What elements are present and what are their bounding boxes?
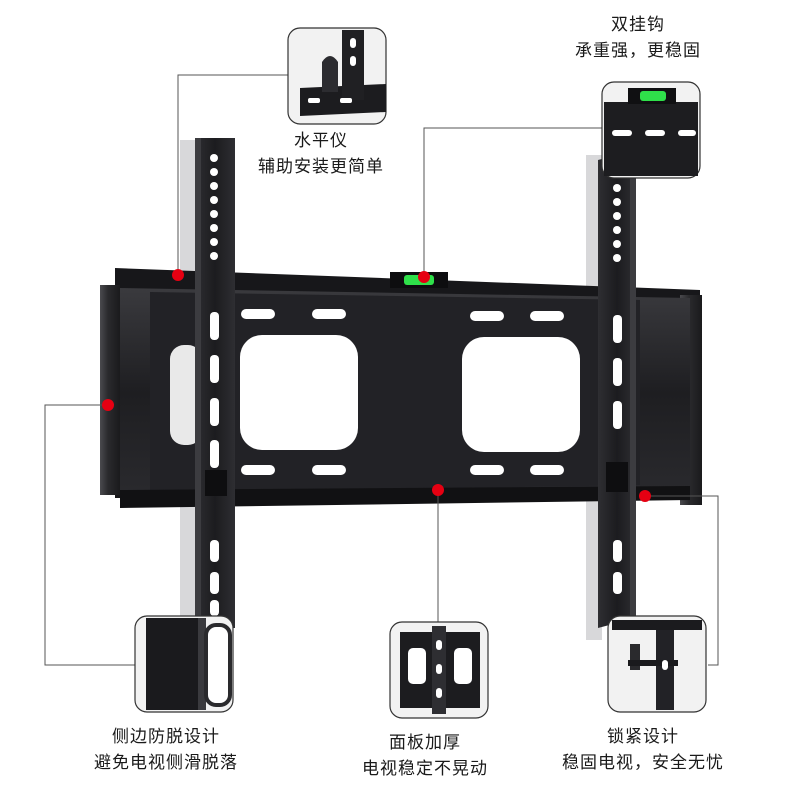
detail-box-side-guard bbox=[134, 615, 234, 713]
caption-level: 水平仪 辅助安装更简单 bbox=[258, 128, 384, 180]
caption-level-title: 水平仪 bbox=[294, 131, 348, 151]
caption-side-guard: 侧边防脱设计 避免电视侧滑脱落 bbox=[94, 724, 238, 776]
right-hanging-arm bbox=[598, 150, 636, 628]
center-cutout-left bbox=[240, 335, 358, 450]
wall-plate bbox=[100, 268, 702, 508]
left-side-flange bbox=[100, 285, 120, 495]
caption-side-guard-subtitle: 避免电视侧滑脱落 bbox=[94, 753, 238, 773]
caption-double-hook-title: 双挂钩 bbox=[611, 15, 665, 35]
left-hanging-arm bbox=[195, 138, 235, 628]
caption-lock-title: 锁紧设计 bbox=[607, 727, 679, 747]
marker-level bbox=[418, 271, 430, 283]
caption-double-hook: 双挂钩 承重强，更稳固 bbox=[575, 12, 701, 64]
bottom-slots bbox=[241, 465, 564, 475]
leader-lines bbox=[44, 74, 719, 666]
marker-thick-panel bbox=[432, 484, 444, 496]
marker-double-hook bbox=[172, 269, 184, 281]
detail-box-thick-panel bbox=[389, 621, 489, 719]
caption-level-subtitle: 辅助安装更简单 bbox=[258, 157, 384, 177]
caption-lock-subtitle: 稳固电视，安全无忧 bbox=[562, 753, 724, 773]
caption-double-hook-subtitle: 承重强，更稳固 bbox=[575, 41, 701, 61]
caption-thick-panel-subtitle: 电视稳定不晃动 bbox=[362, 759, 488, 779]
center-cutout-right bbox=[462, 337, 580, 452]
caption-side-guard-title: 侧边防脱设计 bbox=[112, 727, 220, 747]
caption-lock: 锁紧设计 稳固电视，安全无忧 bbox=[562, 724, 724, 776]
top-slots bbox=[241, 309, 564, 321]
detail-box-level bbox=[601, 81, 701, 179]
marker-lock bbox=[639, 490, 651, 502]
caption-thick-panel-title: 面板加厚 bbox=[389, 733, 461, 753]
marker-side-guard bbox=[102, 399, 114, 411]
red-dot-markers bbox=[102, 269, 651, 502]
detail-box-lock bbox=[607, 615, 707, 713]
detail-box-double-hook-top bbox=[287, 27, 387, 125]
caption-thick-panel: 面板加厚 电视稳定不晃动 bbox=[362, 730, 488, 782]
